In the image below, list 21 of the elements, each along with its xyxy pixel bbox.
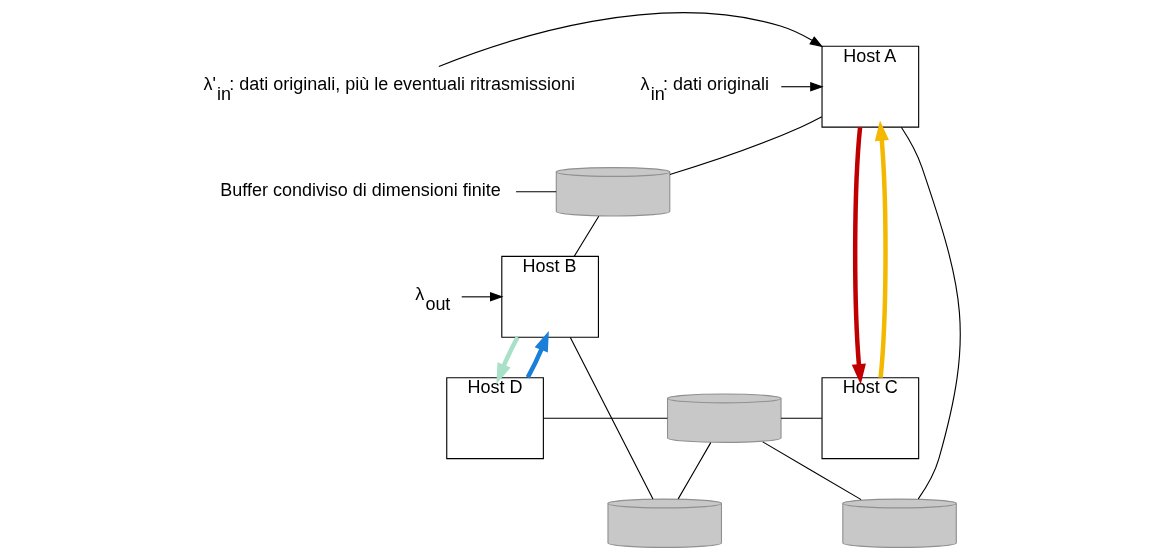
arrow [874, 120, 889, 378]
node-box: Host A [821, 45, 920, 128]
arrow [851, 127, 866, 385]
arrow [496, 336, 520, 384]
arrow [780, 82, 824, 92]
connector [515, 191, 557, 193]
arrow [461, 292, 504, 302]
connector [900, 126, 961, 500]
node-box: Host D [446, 377, 544, 460]
connector [780, 417, 823, 419]
node-text: Buffer condiviso di dimensioni finite [220, 180, 501, 201]
arrow [438, 12, 824, 67]
connector [573, 215, 600, 257]
connector [669, 116, 823, 175]
node-box: Host B [501, 255, 599, 338]
arrow [525, 331, 549, 379]
connector [762, 441, 862, 501]
node-box: Host C [821, 377, 920, 460]
connector [542, 417, 668, 419]
connector [677, 442, 712, 500]
connector [569, 336, 654, 500]
